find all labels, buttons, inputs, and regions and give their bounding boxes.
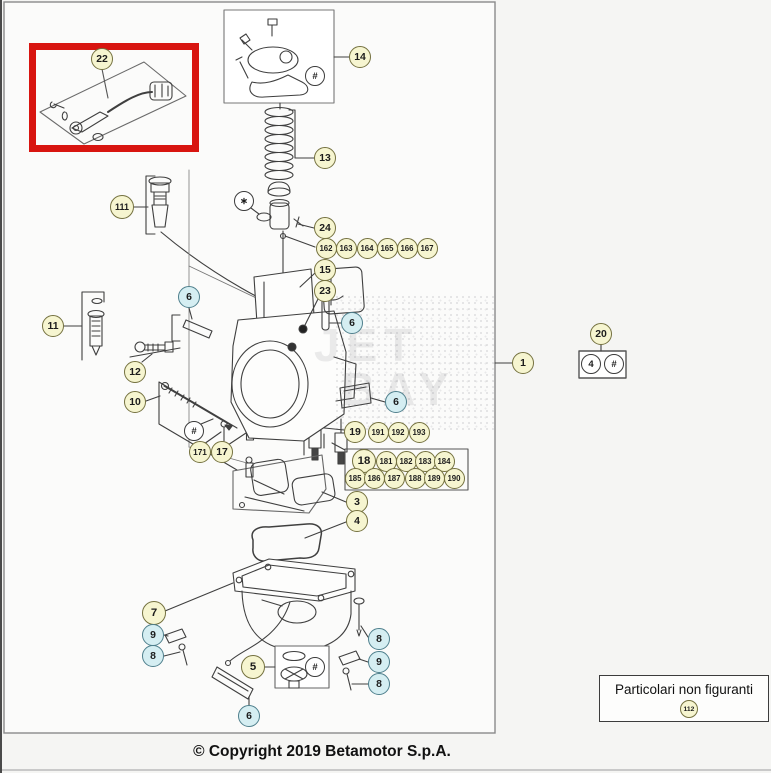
copyright-text: © Copyright 2019 Betamotor S.p.A.	[193, 743, 451, 760]
callout-5: 5	[241, 655, 265, 679]
callout-7: 7	[142, 601, 166, 625]
callout-9-right: 9	[368, 651, 390, 673]
callout-193: 193	[408, 421, 430, 443]
callout-23: 23	[314, 280, 336, 302]
callout-8-left: 8	[142, 645, 164, 667]
callout-185: 185	[344, 467, 366, 489]
callout-6-mid-right: 6	[385, 391, 407, 413]
callout-8-right-bottom: 8	[368, 673, 390, 695]
callout-162: 162	[315, 237, 337, 259]
callout-star: ∗	[234, 191, 254, 211]
callout-166: 166	[396, 237, 418, 259]
callout-6-top-right: 6	[341, 312, 363, 334]
watermark-line1: JET	[314, 319, 420, 371]
callout-186: 186	[363, 467, 385, 489]
callout-4-box: 4	[581, 354, 601, 374]
callout-22: 22	[91, 48, 113, 70]
callout-188: 188	[404, 467, 426, 489]
callout-14: 14	[349, 46, 371, 68]
highlight-box-part22	[29, 43, 199, 152]
callout-191: 191	[367, 421, 389, 443]
callout-24: 24	[314, 217, 336, 239]
callout-1: 1	[512, 352, 534, 374]
callout-hash-mid: #	[184, 421, 204, 441]
callout-187: 187	[383, 467, 405, 489]
callout-11: 11	[42, 315, 64, 337]
callout-15: 15	[314, 259, 336, 281]
callout-189: 189	[423, 467, 445, 489]
callout-111: 111	[110, 195, 134, 219]
callout-20: 20	[590, 323, 612, 345]
callout-171: 171	[189, 441, 211, 463]
callout-17: 17	[211, 441, 233, 463]
watermark: JET BAY	[314, 322, 456, 412]
callout-6-left: 6	[178, 286, 200, 308]
callout-163: 163	[335, 237, 357, 259]
callout-192: 192	[387, 421, 409, 443]
callout-165: 165	[376, 237, 398, 259]
callout-182: 182	[395, 450, 417, 472]
callout-167: 167	[416, 237, 438, 259]
callout-6-bottom: 6	[238, 705, 260, 727]
callout-184: 184	[433, 450, 455, 472]
callout-4: 4	[346, 510, 368, 532]
callout-164: 164	[356, 237, 378, 259]
callout-112: 112	[680, 700, 698, 718]
callout-19: 19	[344, 421, 366, 443]
callout-hash-cover: #	[305, 66, 325, 86]
parts-not-shown-label: Particolari non figuranti	[614, 682, 754, 697]
callout-190: 190	[443, 467, 465, 489]
callout-9-left: 9	[142, 624, 164, 646]
callout-10: 10	[124, 391, 146, 413]
callout-13: 13	[314, 147, 336, 169]
callout-12: 12	[124, 361, 146, 383]
callout-hash-box: #	[604, 354, 624, 374]
callout-hash-drain: #	[305, 657, 325, 677]
callout-8-right-top: 8	[368, 628, 390, 650]
